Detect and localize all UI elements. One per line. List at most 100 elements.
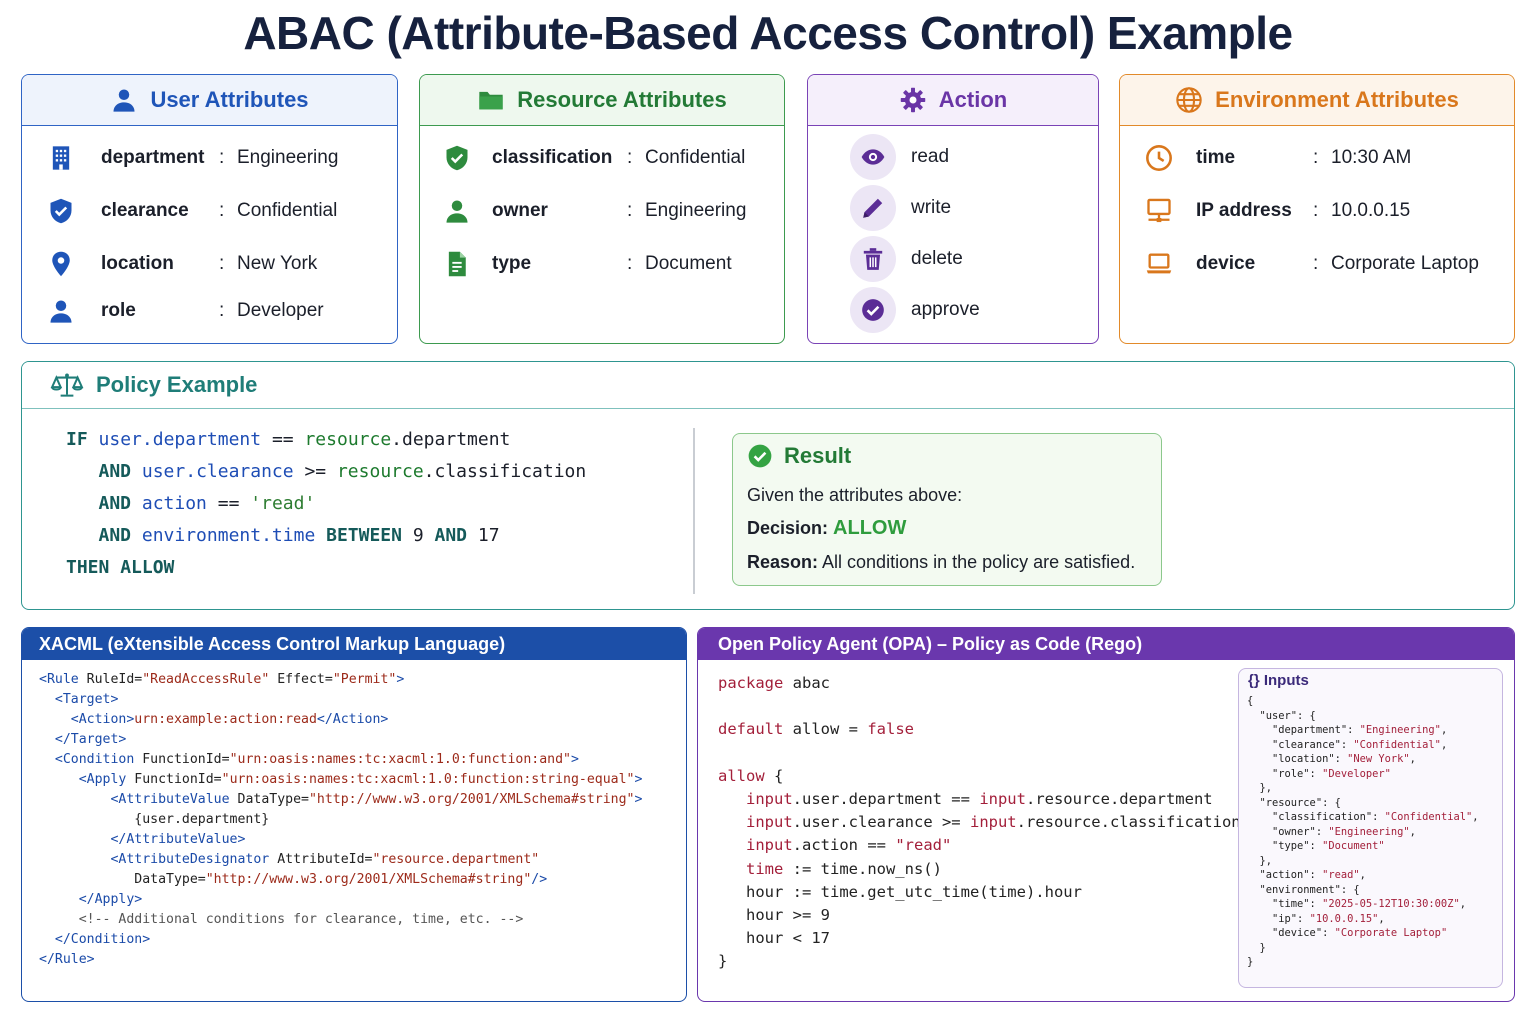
- code-token: hour := time.get_utc_time(time).hour: [718, 882, 1082, 901]
- code-token: := time.now_ns(): [783, 859, 942, 878]
- code-token: input: [746, 790, 793, 808]
- environment-attr-row: IP address : 10.0.0.15: [1120, 196, 1514, 226]
- opa-title: Open Policy Agent (OPA) – Policy as Code…: [698, 628, 1514, 660]
- code-line: hour < 17: [718, 929, 830, 947]
- code-token: IF: [66, 429, 88, 450]
- code-token: "clearance":: [1247, 738, 1354, 751]
- attr-value: Document: [645, 253, 732, 274]
- code-token: input: [746, 813, 793, 832]
- code-line: AND user.clearance >= resource.classific…: [66, 461, 587, 482]
- attr-key: clearance: [101, 200, 189, 221]
- attr-key: location: [101, 253, 174, 274]
- code-token: >=: [293, 461, 337, 482]
- attr-separator: :: [219, 253, 225, 274]
- resource-attr-row: type : Document: [420, 249, 784, 279]
- code-line: DataType="http://www.w3.org/2001/XMLSche…: [39, 872, 547, 887]
- clock-icon: [1144, 143, 1174, 173]
- code-token: AND: [66, 525, 132, 546]
- code-token: "urn:oasis:names:tc:xacml:1.0:function:a…: [229, 752, 571, 767]
- code-token: time: [746, 859, 784, 878]
- code-token: ,: [1359, 869, 1366, 881]
- code-token: "user": {: [1247, 709, 1316, 722]
- code-token: "type":: [1247, 840, 1323, 852]
- code-token: "Confidential": [1353, 738, 1441, 751]
- code-token: input: [979, 790, 1026, 808]
- code-token: FunctionId=: [134, 752, 230, 767]
- action-header: Action: [808, 75, 1098, 126]
- code-token: urn:example:action:read: [134, 712, 317, 727]
- check-circle-icon: [748, 444, 772, 468]
- code-token: DataType=: [39, 872, 206, 887]
- eye-icon: [850, 134, 896, 180]
- code-token: 17: [467, 525, 500, 546]
- code-line: <Rule RuleId="ReadAccessRule" Effect="Pe…: [39, 672, 404, 687]
- code-line: input.action == "read": [718, 836, 951, 854]
- resource-attributes-card: Resource Attributes classification : Con…: [419, 74, 785, 344]
- result-decision: Decision: ALLOW: [747, 517, 906, 540]
- code-token: "http://www.w3.org/2001/XMLSchema#string…: [308, 792, 635, 807]
- attr-separator: :: [219, 300, 225, 321]
- globe-icon: [1176, 87, 1202, 113]
- code-token: "ReadAccessRule": [142, 672, 270, 687]
- resource-attr-row: classification : Confidential: [420, 143, 784, 173]
- code-line: {user.department}: [39, 812, 269, 827]
- action-label: approve: [911, 299, 980, 320]
- code-token: <AttributeValue: [39, 792, 230, 807]
- code-token: </Rule>: [39, 952, 95, 967]
- code-line: },: [1247, 855, 1273, 867]
- code-token: [718, 860, 746, 878]
- code-line: hour >= 9: [718, 906, 830, 924]
- code-line: }: [718, 952, 727, 970]
- code-line: </Rule>: [39, 952, 95, 967]
- code-token: ,: [1409, 825, 1416, 838]
- decision-value: ALLOW: [833, 517, 907, 539]
- code-token: "time":: [1247, 898, 1323, 910]
- code-token: "Engineering": [1328, 825, 1410, 838]
- scales-icon: [50, 373, 84, 397]
- code-token: .action ==: [792, 836, 896, 855]
- code-token: <Target>: [39, 692, 119, 707]
- attr-key: time: [1196, 147, 1236, 168]
- code-token: package: [718, 674, 784, 692]
- code-token: "Confidential": [1384, 811, 1473, 823]
- attr-value: 10:30 AM: [1331, 147, 1412, 168]
- code-line: "clearance": "Confidential",: [1247, 739, 1447, 751]
- code-token: user: [141, 461, 186, 482]
- code-token: [718, 813, 746, 831]
- document-icon: [442, 249, 472, 279]
- result-box: Result Given the attributes above: Decis…: [732, 433, 1162, 586]
- code-token: "10.0.0.15": [1309, 912, 1379, 925]
- decision-label: Decision:: [747, 518, 829, 538]
- code-token: allow =: [783, 720, 868, 739]
- code-token: AND: [66, 461, 132, 482]
- code-line: <Action>urn:example:action:read</Action>: [39, 712, 389, 727]
- building-icon: [46, 143, 76, 173]
- code-token: .resource.classification: [1016, 813, 1241, 832]
- attr-key: owner: [492, 200, 548, 221]
- action-label: write: [911, 197, 952, 218]
- code-token: hour >= 9: [718, 906, 830, 924]
- user-attributes-header: User Attributes: [22, 75, 397, 126]
- person-icon: [113, 89, 135, 112]
- code-token: <!-- Additional conditions for clearance…: [39, 912, 524, 927]
- attr-separator: :: [219, 200, 225, 221]
- code-token: </Apply>: [39, 892, 143, 907]
- environment-attributes-title: Environment Attributes: [1215, 87, 1459, 112]
- policy-example-header: Policy Example: [22, 362, 1514, 409]
- resource-attr-row: owner : Engineering: [420, 196, 784, 226]
- code-line: </AttributeValue>: [39, 832, 245, 847]
- code-line: <Target>: [39, 692, 119, 707]
- code-token: allow: [718, 766, 765, 785]
- code-token: [131, 493, 142, 514]
- environment-attributes-header: Environment Attributes: [1120, 75, 1514, 126]
- code-token: "resource": {: [1247, 796, 1341, 809]
- attr-value: New York: [237, 253, 318, 274]
- reason-label: Reason:: [747, 552, 819, 572]
- code-line: <AttributeDesignator AttributeId="resour…: [39, 852, 539, 867]
- code-token: "urn:oasis:names:tc:xacml:1.0:function:s…: [221, 772, 635, 787]
- code-token: ==: [206, 493, 251, 514]
- code-token: <AttributeDesignator: [39, 852, 270, 867]
- code-line: <Condition FunctionId="urn:oasis:names:t…: [39, 752, 579, 767]
- location-pin-icon: [46, 249, 76, 279]
- action-label: delete: [911, 248, 963, 269]
